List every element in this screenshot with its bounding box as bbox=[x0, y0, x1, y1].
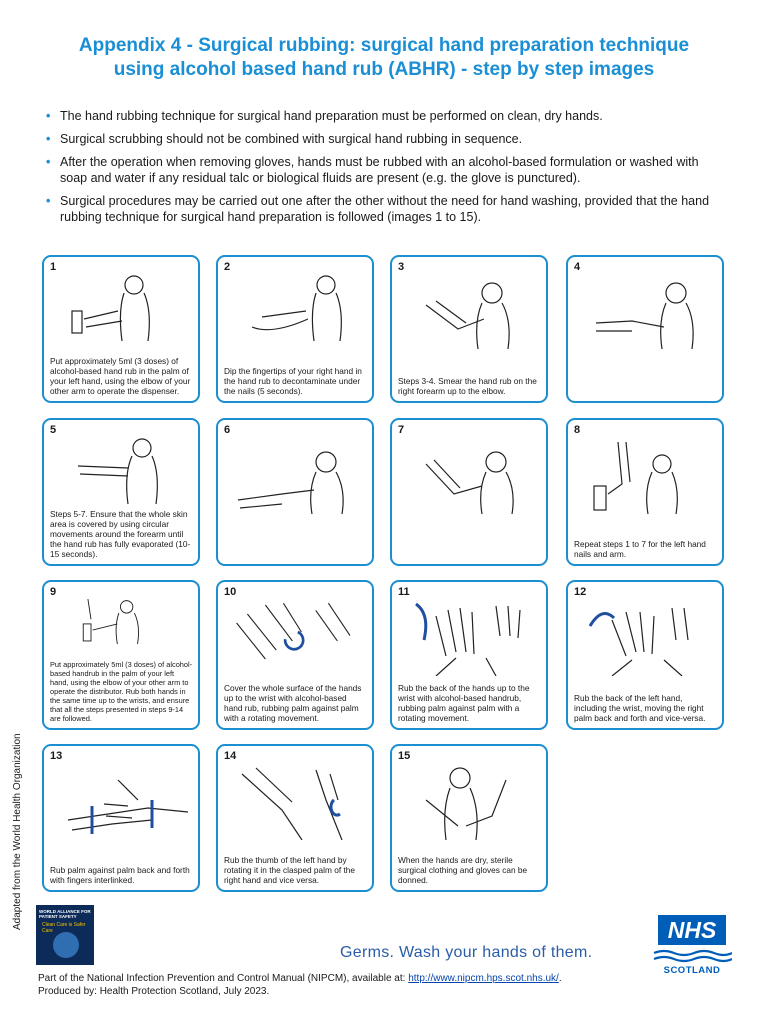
figure-dispenser-illustration bbox=[593, 441, 678, 514]
footer-line-2: Produced by: Health Protection Scotland,… bbox=[38, 986, 270, 997]
figure-circular-rub-illustration bbox=[237, 451, 344, 514]
step-caption: Rub palm against palm back and forth wit… bbox=[50, 865, 190, 885]
figure-palm-to-palm-illustration bbox=[236, 602, 351, 660]
step-caption: Steps 5-7. Ensure that the whole skin ar… bbox=[50, 509, 191, 559]
step-number: 9 bbox=[50, 586, 57, 598]
step-card-7: 7 bbox=[390, 418, 548, 566]
step-number: 3 bbox=[398, 261, 405, 273]
waves-icon bbox=[653, 949, 732, 963]
page-title: Appendix 4 - Surgical rubbing: surgical … bbox=[20, 34, 748, 82]
figure-interlinked-fingers-illustration bbox=[67, 779, 189, 834]
figure-circular-rub-illustration bbox=[425, 451, 514, 514]
step-caption: When the hands are dry, sterile surgical… bbox=[398, 855, 528, 885]
step-card-2: 2 Dip the fingertips of your right hand … bbox=[216, 255, 374, 403]
step-card-13: 13 Rub palm against palm back and forth … bbox=[42, 744, 200, 892]
step-card-1: 1 Put approximately 5ml (3 doses) of alc… bbox=[42, 255, 200, 403]
step-number: 2 bbox=[224, 261, 231, 273]
title-line-2: using alcohol based hand rub (ABHR) - st… bbox=[113, 59, 655, 80]
figure-dispenser-illustration bbox=[82, 599, 139, 645]
figure-dry-hands-illustration bbox=[425, 767, 507, 840]
figure-back-of-hand-illustration bbox=[588, 607, 689, 676]
title-line-1: Appendix 4 - Surgical rubbing: surgical … bbox=[78, 35, 690, 56]
step-caption: Rub the thumb of the left hand by rotati… bbox=[224, 855, 355, 885]
step-caption: Rub the back of the hands up to the wris… bbox=[398, 683, 530, 723]
step-number: 15 bbox=[398, 750, 411, 762]
step-caption: Put approximately 5ml (3 doses) of alcoh… bbox=[50, 660, 193, 723]
bullet-item: Surgical scrubbing should not be combine… bbox=[46, 131, 726, 147]
nhs-logo-mark: NHS bbox=[658, 915, 726, 945]
intro-bullets: The hand rubbing technique for surgical … bbox=[46, 108, 726, 232]
step-number: 7 bbox=[398, 424, 405, 436]
bullet-item: Surgical procedures may be carried out o… bbox=[46, 193, 726, 225]
figure-dispenser-illustration bbox=[71, 275, 150, 342]
nhs-scotland-logo: NHS SCOTLAND bbox=[652, 915, 732, 976]
step-card-5: 5 Steps 5-7. Ensure that the whole skin … bbox=[42, 418, 200, 566]
step-number: 11 bbox=[398, 586, 410, 598]
step-card-3: 3 Steps 3-4. Smear the hand rub on the r… bbox=[390, 255, 548, 403]
step-number: 8 bbox=[574, 424, 581, 436]
germs-slogan: Germs. Wash your hands of them. bbox=[340, 944, 593, 961]
step-number: 5 bbox=[50, 424, 57, 436]
bullet-item: The hand rubbing technique for surgical … bbox=[46, 108, 726, 124]
step-caption: Dip the fingertips of your right hand in… bbox=[224, 366, 362, 396]
footer-text: Part of the National Infection Preventio… bbox=[38, 973, 409, 984]
step-number: 6 bbox=[224, 424, 231, 436]
figure-back-of-hands-illustration bbox=[415, 602, 521, 676]
step-card-15: 15 When the hands are dry, sterile surgi… bbox=[390, 744, 548, 892]
step-caption: Steps 3-4. Smear the hand rub on the rig… bbox=[398, 376, 537, 396]
step-caption: Cover the whole surface of the hands up … bbox=[224, 683, 362, 723]
step-number: 4 bbox=[574, 261, 581, 273]
step-number: 14 bbox=[224, 750, 237, 762]
step-card-6: 6 bbox=[216, 418, 374, 566]
who-logo-line1: WORLD ALLIANCE FOR PATIENT SAFETY bbox=[39, 909, 91, 919]
globe-hands-icon bbox=[53, 932, 79, 958]
figure-smear-forearm-illustration bbox=[425, 282, 510, 350]
figure-fingertips-illustration bbox=[251, 275, 342, 342]
figure-thumb-rotation-illustration bbox=[241, 767, 343, 840]
footer-line-1: Part of the National Infection Preventio… bbox=[38, 972, 562, 985]
step-card-9: 9 Put approximately 5ml (3 doses) of alc… bbox=[42, 580, 200, 730]
who-patient-safety-logo: WORLD ALLIANCE FOR PATIENT SAFETY Clean … bbox=[36, 905, 94, 965]
step-card-8: 8 Repeat steps 1 to 7 for the left hand … bbox=[566, 418, 724, 566]
step-card-14: 14 Rub the thumb of the left hand by rot… bbox=[216, 744, 374, 892]
step-card-12: 12 Rub the back of the left hand, includ… bbox=[566, 580, 724, 730]
figure-forearm-illustration bbox=[595, 282, 694, 350]
step-caption: Rub the back of the left hand, including… bbox=[574, 693, 706, 723]
step-number: 12 bbox=[574, 586, 587, 598]
step-caption: Repeat steps 1 to 7 for the left hand na… bbox=[574, 539, 706, 559]
step-number: 1 bbox=[50, 261, 57, 273]
step-number: 10 bbox=[224, 586, 237, 598]
footer-text-suffix: . bbox=[558, 973, 562, 984]
footer: Part of the National Infection Preventio… bbox=[38, 972, 562, 998]
step-number: 13 bbox=[50, 750, 63, 762]
figure-circular-rub-illustration bbox=[77, 438, 158, 505]
step-caption: Put approximately 5ml (3 doses) of alcoh… bbox=[50, 356, 191, 396]
step-card-4: 4 bbox=[566, 255, 724, 403]
nipcm-link[interactable]: http://www.nipcm.hps.scot.nhs.uk/ bbox=[408, 973, 559, 984]
step-card-10: 10 Cover the whole surface of the hands … bbox=[216, 580, 374, 730]
step-card-11: 11 Rub the back of the hands up to the w… bbox=[390, 580, 548, 730]
bullet-item: After the operation when removing gloves… bbox=[46, 154, 726, 186]
who-logo-line2: Clean Care is Safer Care bbox=[42, 922, 86, 934]
nhs-logo-region: SCOTLAND bbox=[663, 965, 721, 976]
attribution-vertical-text: Adapted from the World Health Organizati… bbox=[12, 733, 23, 930]
